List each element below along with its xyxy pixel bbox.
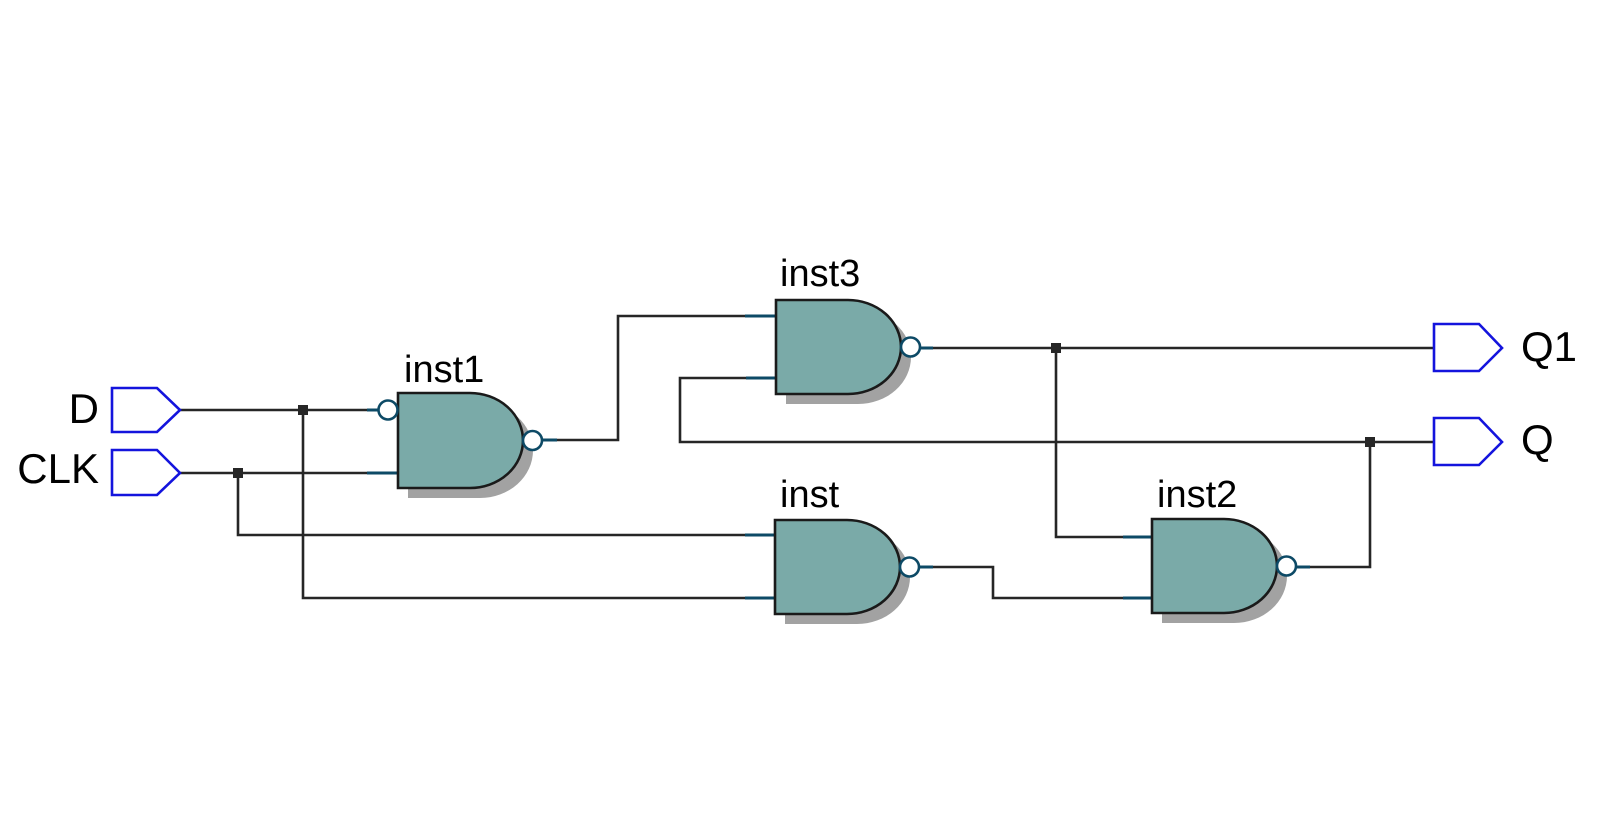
gate-label-inst2: inst2 [1157, 474, 1237, 516]
port-Q[interactable]: Q [1432, 416, 1554, 467]
gate-body[interactable] [1150, 517, 1279, 615]
output-port-symbol[interactable] [1432, 416, 1504, 467]
output-inverter-bubble [898, 556, 921, 578]
output-inverter-bubble [521, 429, 544, 452]
port-Q1[interactable]: Q1 [1432, 322, 1577, 373]
gate-body[interactable] [773, 518, 902, 616]
wire-junction [298, 405, 308, 415]
wire-q1-branch[interactable] [1054, 348, 1123, 539]
output-inverter-bubble [899, 336, 922, 358]
wire-inst-to-inst2[interactable] [933, 565, 1123, 600]
gate-label-inst3: inst3 [780, 253, 860, 295]
input-port-symbol[interactable] [110, 386, 182, 434]
gate-inst[interactable]: inst [773, 474, 921, 624]
wire-junction [1365, 437, 1375, 447]
gate-inst2[interactable]: inst2 [1150, 474, 1298, 623]
wire-junction [233, 468, 243, 478]
gate-label-inst1: inst1 [404, 349, 484, 391]
input-port-symbol[interactable] [110, 448, 182, 497]
port-label-Q1: Q1 [1521, 323, 1577, 370]
output-inverter-bubble [1275, 555, 1298, 577]
gate-label-inst: inst [780, 474, 840, 516]
wire-inst1-to-inst3[interactable] [556, 314, 745, 442]
port-CLK[interactable]: CLK [17, 445, 182, 497]
gate-body[interactable] [396, 391, 525, 490]
port-D[interactable]: D [69, 385, 182, 434]
gate-inst3[interactable]: inst3 [774, 253, 922, 404]
output-port-symbol[interactable] [1432, 322, 1504, 373]
input-inverter-bubble [377, 399, 399, 421]
port-label-CLK: CLK [17, 445, 99, 492]
gate-inst1[interactable]: inst1 [377, 349, 544, 498]
port-label-D: D [69, 385, 99, 432]
wire-clk-branch[interactable] [236, 473, 745, 537]
wire-junction [1051, 343, 1061, 353]
port-label-Q: Q [1521, 416, 1554, 463]
gate-body[interactable] [774, 298, 903, 396]
wire-q-output[interactable] [1310, 440, 1434, 569]
wire-q-feedback[interactable] [678, 376, 1370, 444]
